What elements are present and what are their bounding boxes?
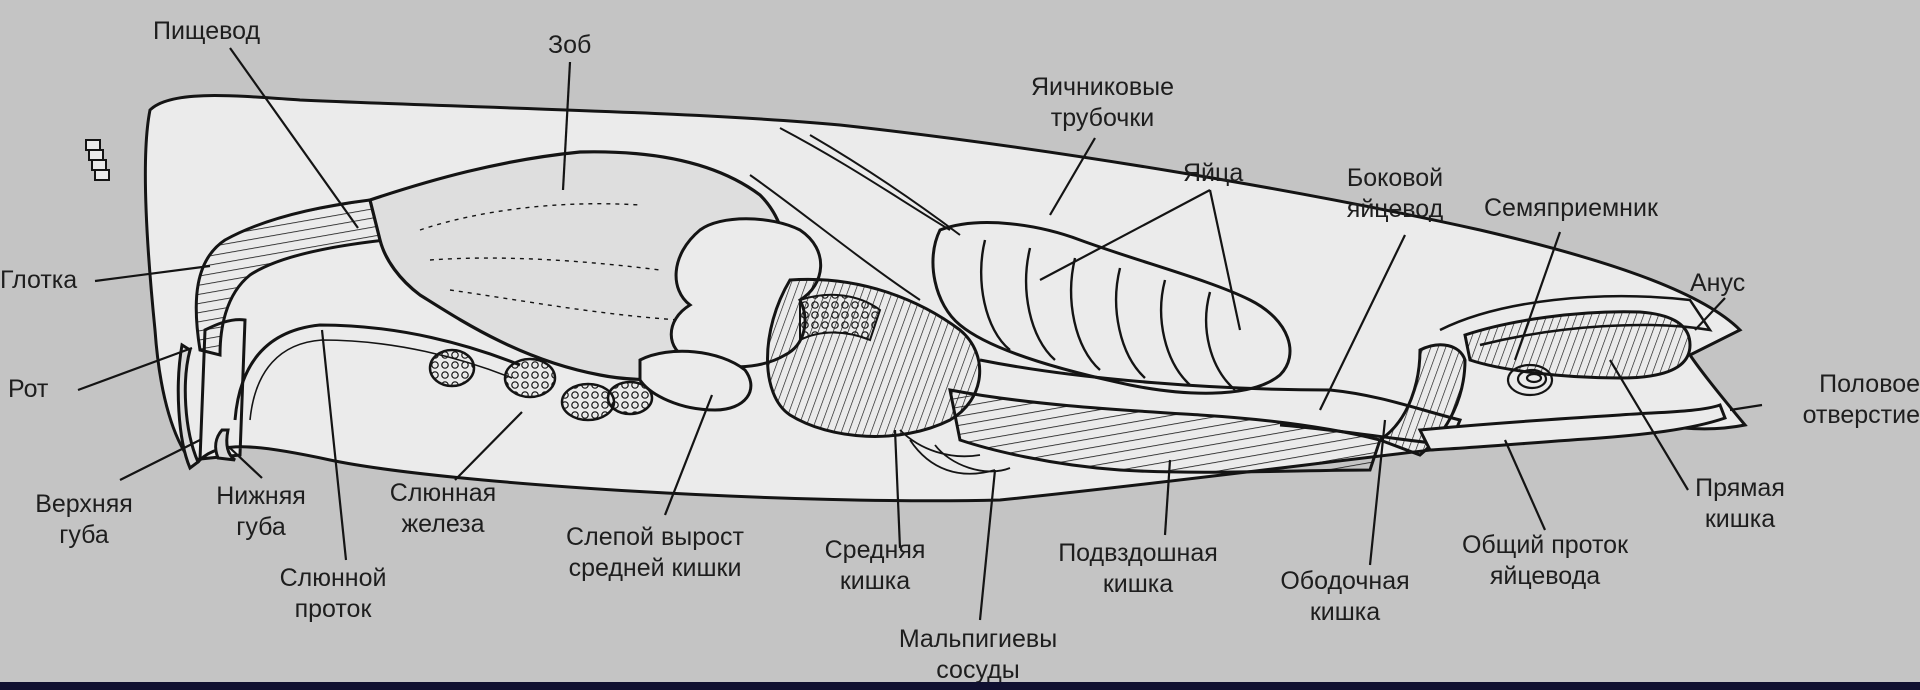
label-ileum-line2: кишка xyxy=(1038,569,1238,600)
label-lateral-oviduct-line2: яйцевод xyxy=(1320,194,1470,225)
label-gastric-caecum-line2: средней кишки xyxy=(530,553,780,584)
label-crop: Зоб xyxy=(548,30,591,61)
label-common-oviduct: Общий проток яйцевода xyxy=(1445,530,1645,592)
label-salivary-gland-line1: Слюнная xyxy=(368,478,518,509)
label-common-oviduct-line1: Общий проток xyxy=(1445,530,1645,561)
label-rectum-line1: Прямая xyxy=(1675,473,1805,504)
label-midgut-line1: Средняя xyxy=(800,535,950,566)
label-lower-lip: Нижняя губа xyxy=(196,481,326,543)
label-eggs: Яйца xyxy=(1183,158,1243,189)
label-salivary-duct-line2: проток xyxy=(253,594,413,625)
label-genital-opening-line2: отверстие xyxy=(1740,400,1920,431)
label-ileum: Подвздошная кишка xyxy=(1038,538,1238,600)
label-colon: Ободочная кишка xyxy=(1260,566,1430,628)
label-genital-opening: Половое отверстие xyxy=(1740,369,1920,431)
label-ovarioles: Яичниковые трубочки xyxy=(1005,72,1200,134)
label-gastric-caecum-line1: Слепой вырост xyxy=(530,522,780,553)
label-lateral-oviduct-line1: Боковой xyxy=(1320,163,1470,194)
label-lower-lip-line1: Нижняя xyxy=(196,481,326,512)
label-mouth: Рот xyxy=(8,374,48,405)
label-malpighian-tubules: Мальпигиевы сосуды xyxy=(868,624,1088,686)
label-genital-opening-line1: Половое xyxy=(1740,369,1920,400)
label-midgut-line2: кишка xyxy=(800,566,950,597)
label-salivary-gland: Слюнная железа xyxy=(368,478,518,540)
label-malpighian-tubules-line1: Мальпигиевы xyxy=(868,624,1088,655)
label-salivary-duct-line1: Слюнной xyxy=(253,563,413,594)
label-ileum-line1: Подвздошная xyxy=(1038,538,1238,569)
label-common-oviduct-line2: яйцевода xyxy=(1445,561,1645,592)
label-upper-lip-line2: губа xyxy=(24,520,144,551)
label-esophagus: Пищевод xyxy=(153,16,260,47)
label-anus: Анус xyxy=(1690,268,1745,299)
label-spermatheca: Семяприемник xyxy=(1484,193,1658,224)
label-colon-line1: Ободочная xyxy=(1260,566,1430,597)
label-salivary-gland-line2: железа xyxy=(368,509,518,540)
label-rectum: Прямая кишка xyxy=(1675,473,1805,535)
label-upper-lip: Верхняя губа xyxy=(24,489,144,551)
label-ovarioles-line1: Яичниковые xyxy=(1005,72,1200,103)
bottom-bar xyxy=(0,682,1920,690)
label-rectum-line2: кишка xyxy=(1675,504,1805,535)
label-salivary-duct: Слюнной проток xyxy=(253,563,413,625)
label-midgut: Средняя кишка xyxy=(800,535,950,597)
label-upper-lip-line1: Верхняя xyxy=(24,489,144,520)
label-ovarioles-line2: трубочки xyxy=(1005,103,1200,134)
label-colon-line2: кишка xyxy=(1260,597,1430,628)
label-gastric-caecum: Слепой вырост средней кишки xyxy=(530,522,780,584)
antenna xyxy=(86,140,109,180)
label-pharynx: Глотка xyxy=(0,265,77,296)
label-lateral-oviduct: Боковой яйцевод xyxy=(1320,163,1470,225)
label-lower-lip-line2: губа xyxy=(196,512,326,543)
